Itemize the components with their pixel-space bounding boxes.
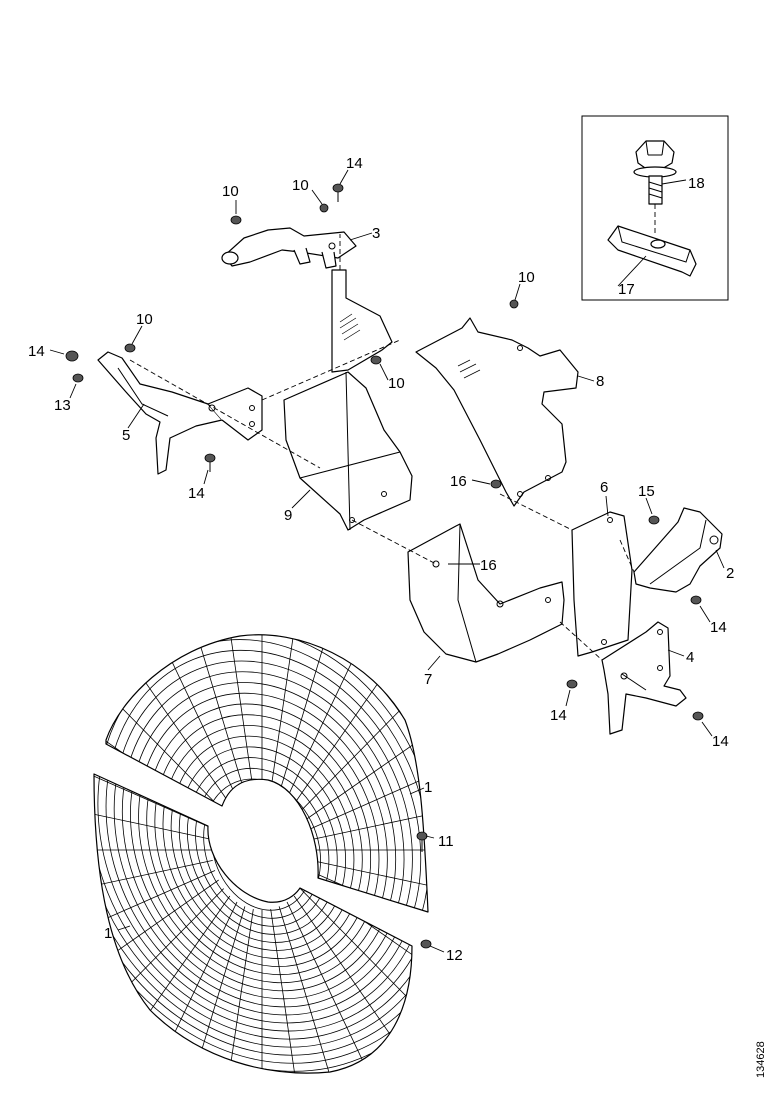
fasteners (65, 183, 704, 949)
leader-lines (49, 169, 725, 953)
guard-wire-spoke (311, 860, 428, 901)
guard-wire-spoke (179, 634, 246, 794)
callout-labels: 1 1 2 3 4 5 6 7 8 9 10 10 10 10 10 11 12… (28, 155, 734, 964)
guard-wire-spoke (270, 909, 305, 1074)
guard-wire-spoke (94, 870, 216, 950)
callout-13: 13 (54, 397, 71, 414)
callout-7: 7 (424, 671, 432, 688)
screw-14-e (566, 679, 578, 689)
callout-2: 2 (726, 565, 734, 582)
screw-14-a (332, 183, 344, 202)
screw-15 (648, 515, 660, 525)
bracket-5 (97, 351, 263, 475)
guard-wire-spoke (219, 634, 254, 791)
bracket-3 (221, 227, 357, 269)
nut-10-b (319, 203, 329, 213)
callout-3: 3 (372, 225, 380, 242)
guard-wire-ring (97, 774, 412, 1024)
callout-1-lower-guard: 1 (104, 925, 112, 942)
guard-wire-ring (94, 774, 412, 1032)
bracket-2 (633, 507, 723, 593)
guard-wire-ring (94, 774, 412, 1064)
callout-16-a: 16 (450, 473, 467, 490)
guard-wire-ring (94, 774, 412, 1056)
callout-18: 18 (688, 175, 705, 192)
guard-wire-spoke (311, 799, 428, 840)
assembly-lines (129, 234, 635, 661)
callout-9: 9 (284, 507, 292, 524)
callout-10-c: 10 (136, 311, 153, 328)
spiral-guard-upper (105, 634, 429, 913)
callout-14-f: 14 (712, 733, 729, 750)
guard-wire-spoke (106, 663, 224, 812)
nut-16-a (490, 479, 502, 489)
upper-shroud-9 (283, 269, 413, 531)
guard-wire-spoke (219, 909, 254, 1074)
callout-6: 6 (600, 479, 608, 496)
detail-inset-frame (581, 115, 729, 301)
upper-guard-8 (415, 317, 579, 507)
guard-wire-spoke (94, 860, 213, 901)
plate-6 (571, 511, 633, 657)
guard-wire-spoke (94, 879, 219, 996)
screw-14-f (692, 711, 704, 721)
guard-wire-spoke (300, 888, 412, 1037)
guard-wire-spoke (286, 634, 383, 799)
callout-14-a: 14 (346, 155, 363, 172)
callout-8: 8 (596, 373, 604, 390)
guard-wire-spoke (94, 774, 216, 830)
callout-17: 17 (618, 281, 635, 298)
callout-11: 11 (438, 833, 454, 850)
washer-13 (72, 373, 84, 383)
callout-14-d: 14 (710, 619, 727, 636)
callout-12: 12 (446, 947, 463, 964)
callout-14-c: 14 (188, 485, 205, 502)
spiral-guard-mesh (94, 634, 428, 1074)
nut-10-d (370, 355, 382, 365)
screw-14-d (690, 595, 702, 605)
nut-10-a (230, 215, 242, 225)
callout-15: 15 (638, 483, 655, 500)
nut-12 (420, 939, 432, 949)
guard-wire-spoke (278, 906, 345, 1074)
callout-14-e: 14 (550, 707, 567, 724)
guard-wire-spoke (179, 906, 246, 1074)
screw-14-c (204, 453, 216, 472)
nut-10-c (124, 343, 136, 353)
nut-10-e (509, 299, 519, 309)
guard-wire-spoke (270, 634, 305, 791)
guard-wire-ring (94, 774, 412, 1072)
guard-wire-spoke (94, 799, 213, 840)
bracket-4 (601, 621, 687, 735)
callout-14-b: 14 (28, 343, 45, 360)
lower-shroud-7 (407, 523, 565, 663)
callout-16-b: 16 (480, 557, 497, 574)
detail-inset (581, 115, 729, 301)
callout-10-b: 10 (292, 177, 309, 194)
callout-10-e: 10 (518, 269, 535, 286)
drawing-reference-number: 134628 (755, 1041, 767, 1078)
guard-wire-ring (94, 774, 412, 1048)
guard-wire-spoke (308, 750, 428, 830)
retaining-clip (607, 225, 697, 277)
guard-wire-spoke (305, 704, 428, 821)
flange-bolt (633, 140, 677, 205)
callout-5: 5 (122, 427, 130, 444)
callout-10-a: 10 (222, 183, 239, 200)
callout-4: 4 (686, 649, 694, 666)
screw-14-b (65, 350, 79, 362)
guard-wire-spoke (141, 634, 238, 799)
callout-1-upper-guard: 1 (424, 779, 432, 796)
guard-wire-spoke (278, 634, 345, 794)
callout-10-d: 10 (388, 375, 405, 392)
